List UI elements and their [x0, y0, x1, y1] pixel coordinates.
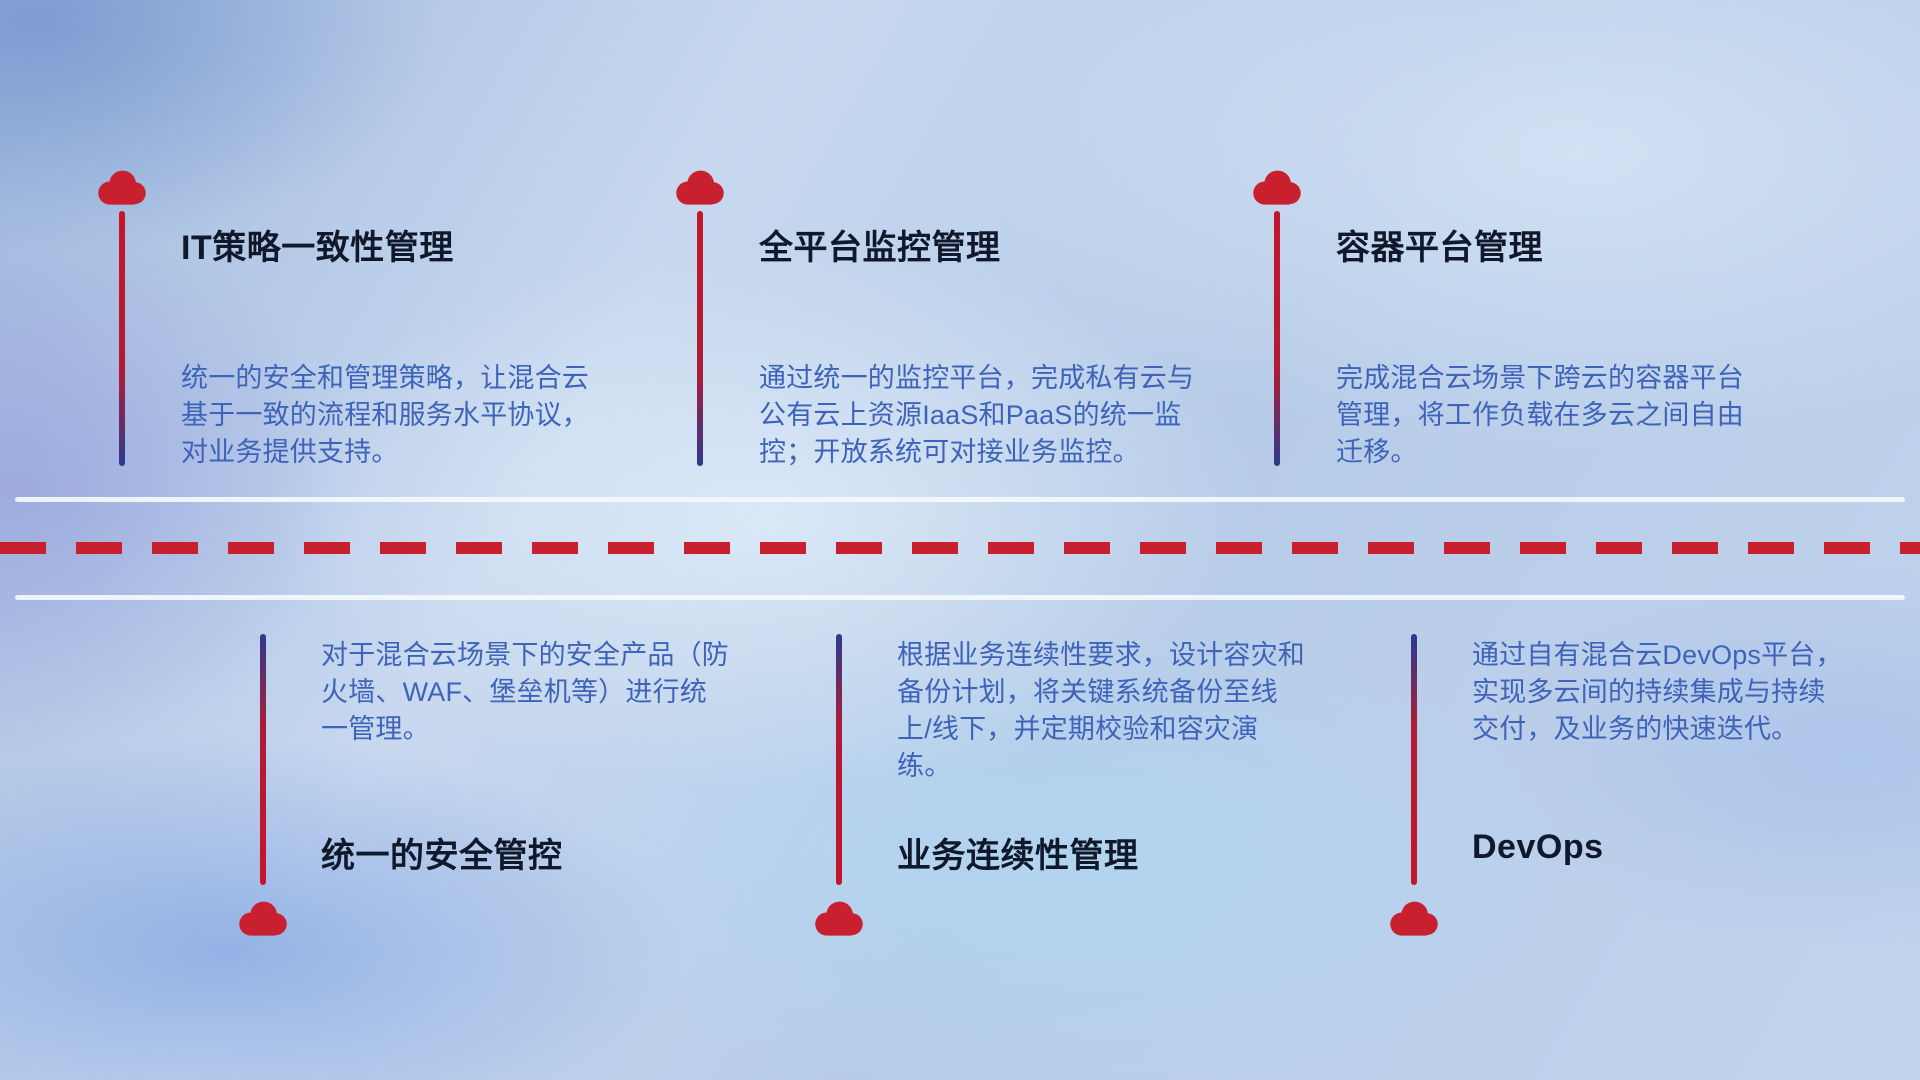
capability-title: 容器平台管理	[1336, 229, 1543, 267]
connector-line	[119, 211, 125, 466]
capability-title: 业务连续性管理	[897, 837, 1139, 875]
capability-description: 对于混合云场景下的安全产品（防火墙、WAF、堡垒机等）进行统一管理。	[321, 640, 729, 744]
cloud-icon	[672, 166, 728, 208]
capability-title: DevOps	[1472, 828, 1604, 866]
cloud-icon	[94, 166, 150, 208]
connector-line	[260, 634, 266, 885]
cloud-icon	[235, 897, 291, 939]
capability-title: 全平台监控管理	[759, 229, 1001, 267]
capability-description: 统一的安全和管理策略，让混合云基于一致的流程和服务水平协议，对业务提供支持。	[181, 363, 589, 467]
capability-description: 通过统一的监控平台，完成私有云与公有云上资源IaaS和PaaS的统一监控；开放系…	[759, 363, 1195, 467]
connector-line	[836, 634, 842, 885]
axis-solid-line-top	[15, 497, 1905, 502]
connector-line	[1274, 211, 1280, 466]
capability-description: 根据业务连续性要求，设计容灾和备份计划，将关键系统备份至线上/线下，并定期校验和…	[897, 640, 1305, 781]
cloud-icon	[811, 897, 867, 939]
cloud-icon	[1386, 897, 1442, 939]
cloud-icon	[1249, 166, 1305, 208]
connector-line	[1411, 634, 1417, 885]
capability-description: 完成混合云场景下跨云的容器平台管理，将工作负载在多云之间自由迁移。	[1336, 363, 1744, 467]
capability-description: 通过自有混合云DevOps平台，实现多云间的持续集成与持续交付，及业务的快速迭代…	[1472, 640, 1843, 744]
axis-dashed-line	[0, 542, 1920, 554]
connector-line	[697, 211, 703, 466]
capability-title: IT策略一致性管理	[181, 229, 454, 267]
axis-solid-line-bottom	[15, 595, 1905, 600]
capability-title: 统一的安全管控	[321, 837, 563, 875]
